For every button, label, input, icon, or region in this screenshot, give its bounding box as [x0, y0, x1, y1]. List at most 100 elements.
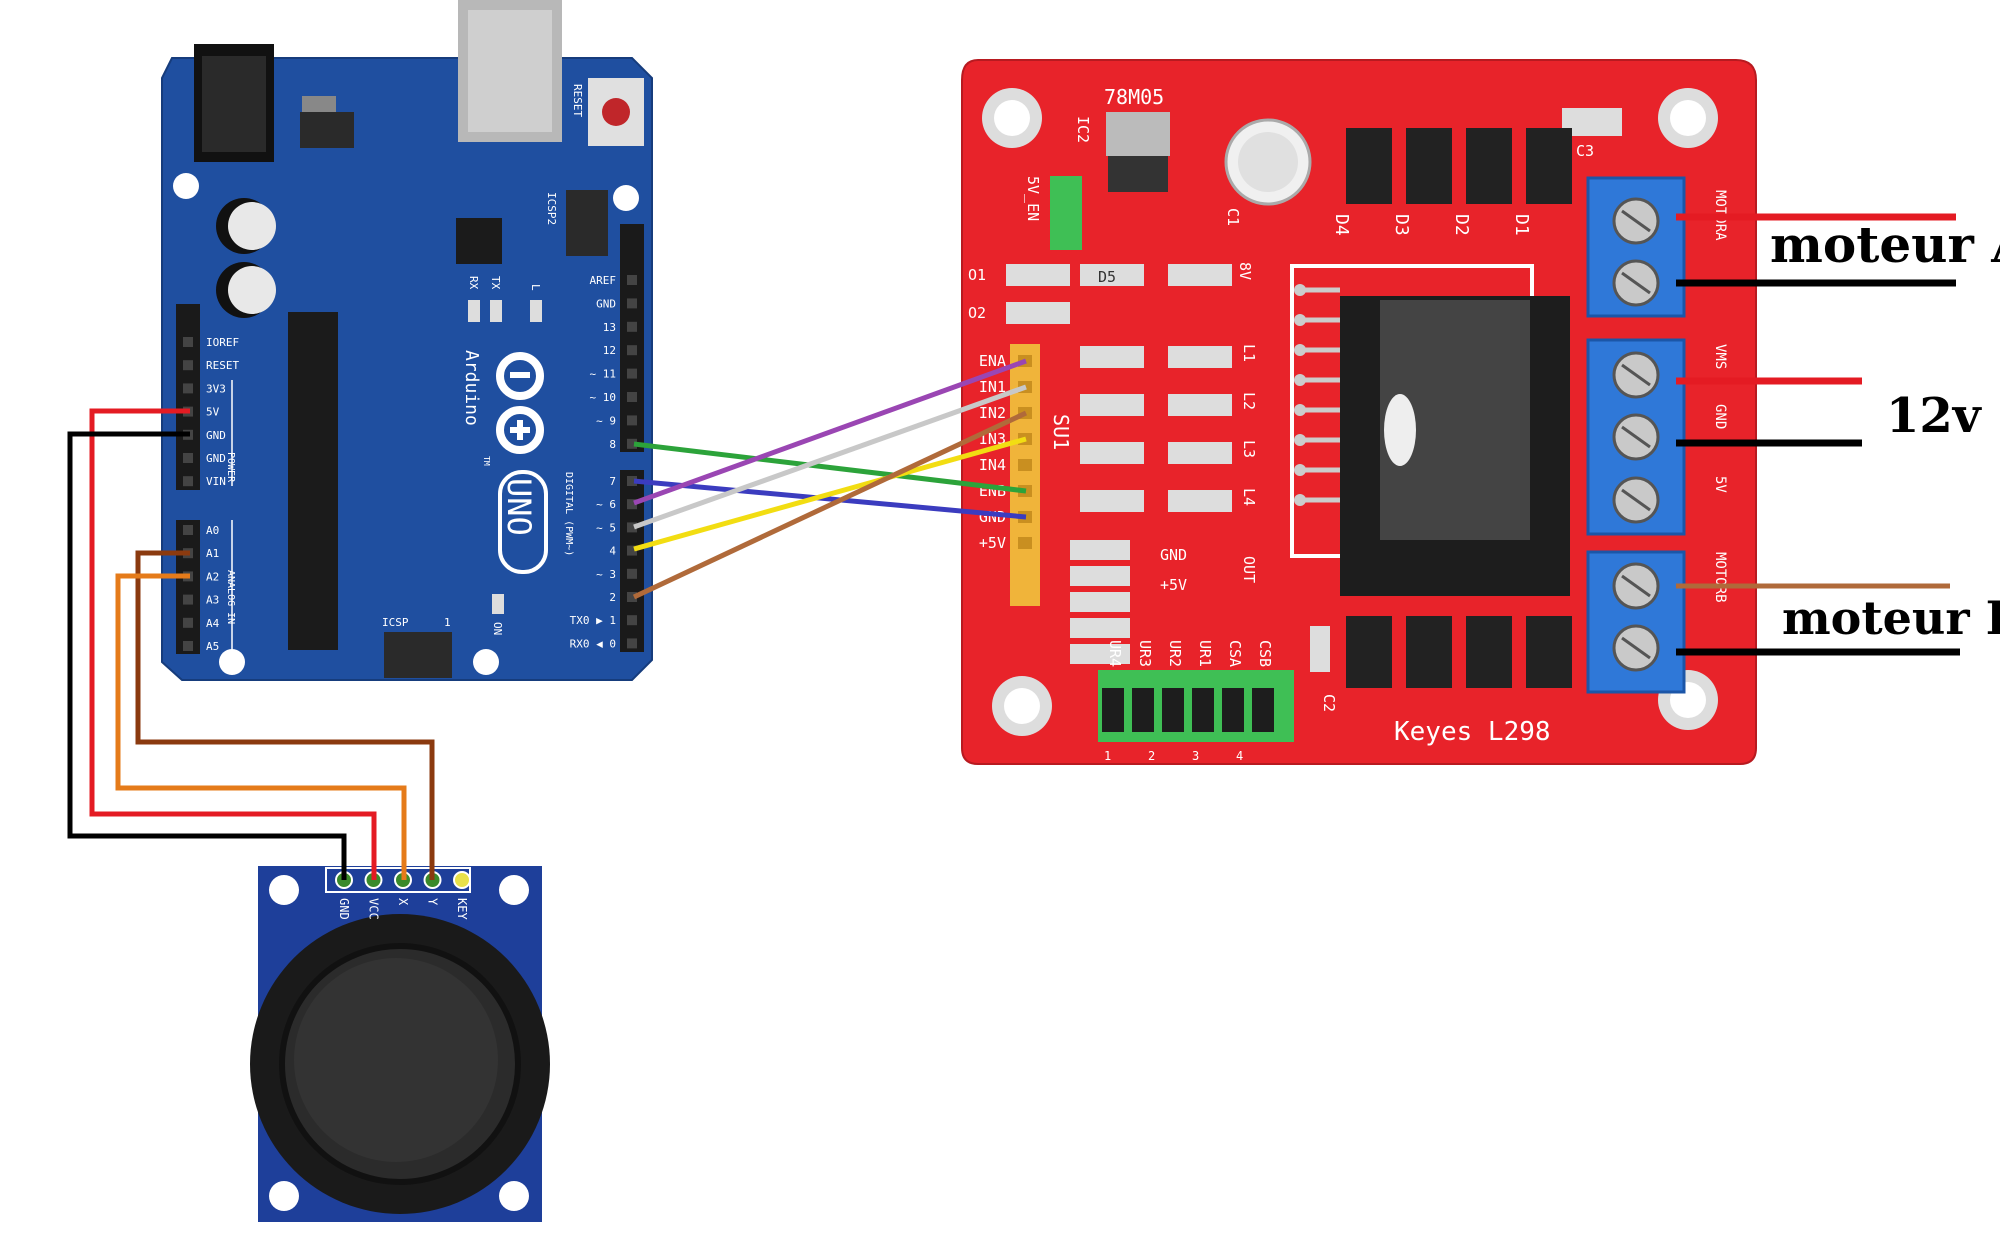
- c2-label: C2: [1320, 694, 1338, 712]
- mount-hole: [473, 649, 499, 675]
- header-pin-hole[interactable]: [183, 453, 193, 463]
- joystick-thumbstick[interactable]: [294, 958, 498, 1162]
- pin-label: RX0 ◀ 0: [570, 637, 616, 650]
- capacitor-c1-top: [1238, 132, 1298, 192]
- header-pin-hole[interactable]: [183, 641, 193, 651]
- mount-hole-inner: [1004, 688, 1040, 724]
- pin-label: A0: [206, 524, 219, 537]
- header-pin-hole[interactable]: [627, 275, 637, 285]
- arduino-logo: [496, 352, 544, 454]
- led-resistor: [1080, 442, 1144, 464]
- mount-hole-inner: [1670, 100, 1706, 136]
- header-pin[interactable]: [1018, 537, 1032, 549]
- header-pin[interactable]: [1018, 459, 1032, 471]
- icsp-pin1: 1: [444, 616, 451, 629]
- tx-label: TX: [489, 276, 502, 290]
- header-pin-hole[interactable]: [627, 368, 637, 379]
- power-jack-inner: [202, 56, 266, 152]
- header-pin-hole[interactable]: [627, 476, 637, 486]
- header-pin-hole[interactable]: [627, 415, 637, 426]
- header-pin-hole[interactable]: [627, 615, 637, 626]
- arduino-pcb: [161, 57, 653, 681]
- jumper-cap[interactable]: [1132, 688, 1154, 732]
- pin-label: 5V: [206, 406, 220, 419]
- joystick-pin-label: VCC: [367, 898, 381, 920]
- on-label: ON: [491, 622, 504, 635]
- joystick-pin[interactable]: [453, 871, 471, 889]
- header-pin-hole[interactable]: [183, 360, 193, 371]
- arduino-brand: Arduino: [461, 350, 482, 426]
- header-pin-label: IN4: [979, 456, 1006, 474]
- wire-5-in1: [633, 384, 1027, 530]
- jumper-cap[interactable]: [1102, 688, 1124, 732]
- header-pin-hole[interactable]: [627, 592, 637, 602]
- jumper-cap[interactable]: [1162, 688, 1184, 732]
- side-label: 5V: [1712, 476, 1728, 493]
- motor-a-annotation: moteur A: [1770, 215, 2000, 274]
- header-pin-hole[interactable]: [183, 337, 193, 347]
- jumper-label: UR4: [1106, 640, 1124, 667]
- header-pin-hole[interactable]: [627, 545, 637, 556]
- header-pin-hole[interactable]: [627, 438, 637, 449]
- header-pin-hole[interactable]: [627, 392, 637, 402]
- header-pin-label: IN1: [979, 378, 1006, 396]
- jumper-cap[interactable]: [1252, 688, 1274, 732]
- pin-label: A4: [206, 617, 220, 630]
- mount-hole: [219, 649, 245, 675]
- d5-label: D5: [1098, 268, 1116, 286]
- jumper-cap[interactable]: [1192, 688, 1214, 732]
- pin-label: A3: [206, 594, 219, 607]
- header-pin-hole[interactable]: [627, 321, 637, 332]
- wires: [67, 213, 1960, 880]
- capacitor-top: [228, 266, 276, 314]
- header-pin-hole[interactable]: [627, 298, 637, 309]
- header-pin-hole[interactable]: [183, 594, 193, 605]
- led: [1168, 394, 1232, 416]
- smd-part: [1070, 592, 1130, 612]
- header-pin-hole[interactable]: [183, 617, 193, 628]
- header-pin-hole[interactable]: [183, 383, 193, 394]
- jumper-cap[interactable]: [1222, 688, 1244, 732]
- diode-label: D2: [1451, 214, 1472, 236]
- joystick-pin-label: GND: [337, 898, 351, 920]
- wire-a1-y: [135, 550, 435, 880]
- pin-label: VIN: [206, 475, 226, 488]
- chip-legs: [1294, 284, 1340, 506]
- header-pin-hole[interactable]: [627, 345, 637, 356]
- header-pin-hole[interactable]: [627, 499, 637, 510]
- header-pin-hole[interactable]: [627, 568, 637, 579]
- led: [1168, 346, 1232, 368]
- header-pin-hole[interactable]: [627, 522, 637, 533]
- jumper-number: 1: [1104, 749, 1111, 763]
- diode-d4: [1346, 128, 1392, 204]
- mount-hole: [499, 1181, 529, 1211]
- pin-label: ~ 9: [596, 414, 616, 427]
- c1-label: C1: [1224, 208, 1242, 226]
- jumper-label: UR3: [1136, 640, 1154, 667]
- diode-bottom: [1346, 616, 1392, 688]
- wire-2-in2: [632, 410, 1028, 600]
- usb-connector-inner: [468, 10, 552, 132]
- pin-label: GND: [206, 452, 226, 465]
- header-pin-hole[interactable]: [183, 476, 193, 487]
- reset-button-cap[interactable]: [602, 98, 630, 126]
- keyes-l298-label: Keyes L298: [1394, 717, 1551, 747]
- header-pin-hole[interactable]: [627, 638, 637, 649]
- side-label: GND: [1712, 404, 1728, 429]
- pin-label: 8: [609, 438, 616, 451]
- motor-b-annotation: moteur B: [1782, 591, 2000, 645]
- pin-label: ~ 3: [596, 568, 616, 581]
- rx-led: [468, 300, 480, 322]
- jumper-5v-en[interactable]: [1050, 176, 1082, 250]
- pin-label: 3V3: [206, 382, 226, 395]
- header-pin-hole[interactable]: [183, 525, 193, 535]
- supply-annotation: 12v: [1886, 388, 1983, 444]
- pin-label: IOREF: [206, 336, 239, 349]
